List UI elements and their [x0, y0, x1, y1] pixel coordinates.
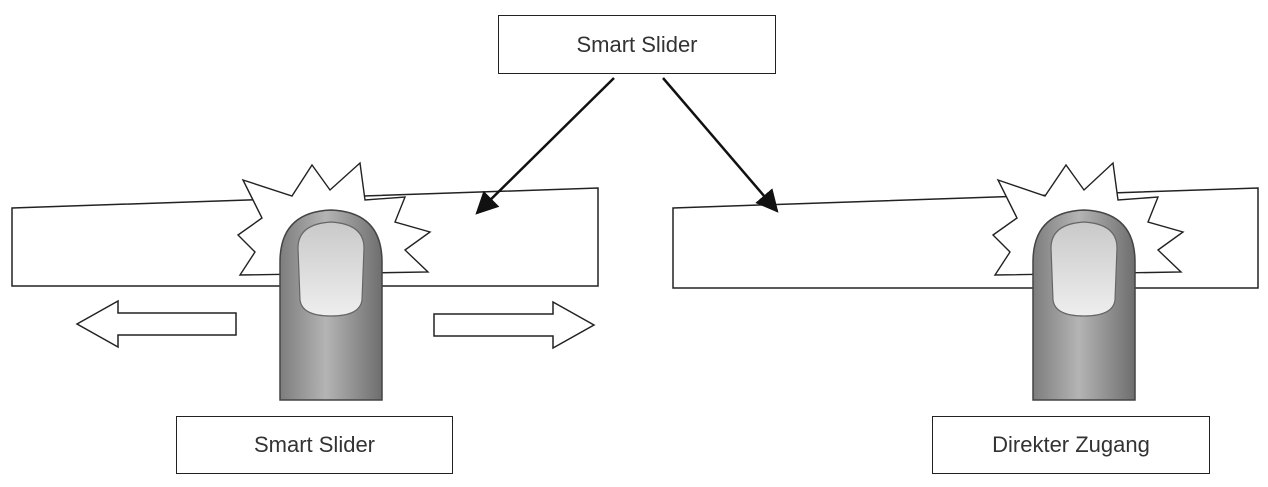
label-text: Smart Slider	[253, 432, 376, 457]
finger-icon	[1032, 209, 1136, 401]
label-text: Smart Slider	[576, 31, 698, 57]
arrow-left-icon	[75, 299, 237, 349]
label-direct-access: Direkter Zugang	[932, 416, 1210, 474]
label-text: Direkter Zugang	[992, 432, 1150, 457]
finger-icon	[279, 209, 383, 401]
label-smart-slider: Smart Slider	[176, 416, 453, 474]
arrow-right-icon	[433, 300, 596, 350]
label-smart-slider-top: Smart Slider	[498, 15, 776, 74]
pointer-arrow-icon	[662, 77, 779, 213]
pointer-arrow-icon	[475, 77, 615, 215]
